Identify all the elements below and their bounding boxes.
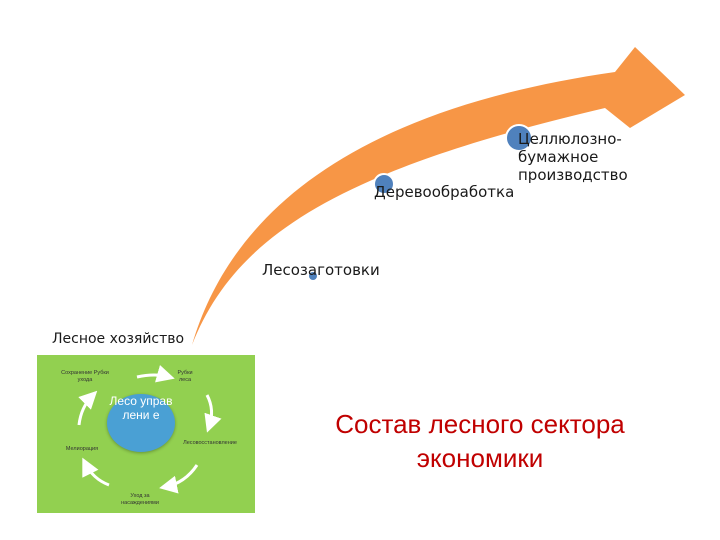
growth-arrow xyxy=(192,47,685,345)
cycle-item-top-right: Рубки леса xyxy=(177,370,193,383)
center-node xyxy=(107,394,175,452)
node-logging xyxy=(309,272,317,280)
cycle-item-top-left: Сохранение Рубки ухода xyxy=(61,370,109,383)
cycle-arrows xyxy=(77,365,222,494)
center-node-label: Лесо управ лени е xyxy=(109,394,173,422)
label-pulp: Целлюлозно-бумажное производство xyxy=(518,130,628,184)
cycle-arrow-top xyxy=(136,365,175,383)
cycle-item-bottom: Уход за насаждениями xyxy=(121,493,159,506)
label-forestry: Лесное хозяйство xyxy=(52,331,185,347)
label-woodworking: Деревообработка xyxy=(374,183,515,201)
cycle-item-left: Мелиорация xyxy=(65,446,99,452)
cycle-arrow-left xyxy=(77,390,98,426)
slide-title: Состав лесного сектора экономики xyxy=(335,409,625,473)
label-logging: Лесозаготовки xyxy=(262,261,380,279)
cycle-arrow-right xyxy=(204,394,222,433)
node-woodworking xyxy=(373,173,395,195)
cycle-item-right: Лесовосстановление xyxy=(183,440,237,446)
node-pulp xyxy=(505,124,533,152)
cycle-arrow-bottom-left xyxy=(82,457,110,487)
cycle-arrow-bottom-right xyxy=(159,464,199,494)
